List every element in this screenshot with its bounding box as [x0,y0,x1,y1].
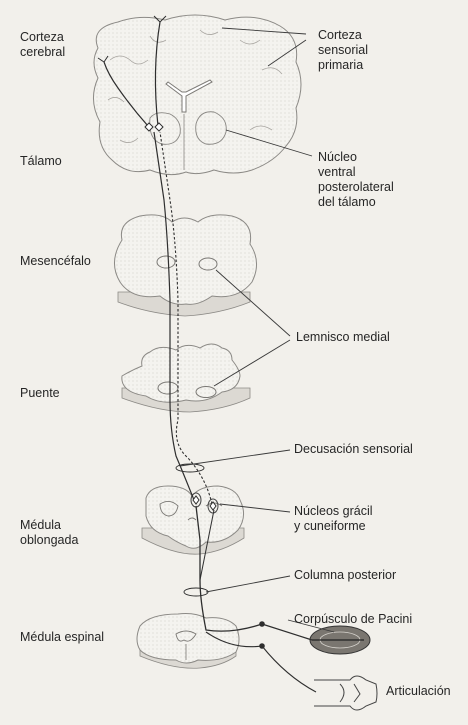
pons-section [121,343,251,413]
label-nucleos-gracil-cuneiforme: Núcleos grácil y cuneiforme [294,504,373,533]
label-lemnisco-medial: Lemnisco medial [296,330,390,344]
pacinian-corpuscle [261,623,371,655]
label-columna-posterior: Columna posterior [294,568,397,582]
leader-lines [179,27,335,633]
label-nucleo-ventral-posterolateral: Núcleo ventral posterolateral del tálamo [318,150,394,209]
medulla-oblongata-section [141,485,245,555]
label-medula-espinal: Médula espinal [20,630,105,644]
label-puente: Puente [20,386,60,400]
label-corteza-sensorial-primaria: Corteza sensorial primaria [318,28,369,72]
label-corpusculo-pacini: Corpúsculo de Pacini [294,612,413,626]
midbrain-section [114,214,257,317]
label-corteza-cerebral: Corteza cerebral [20,30,66,59]
spinal-cord-section [136,613,240,669]
label-mesencefalo: Mesencéfalo [20,254,91,268]
joint-articulation [314,675,378,711]
brain-coronal-section [93,14,302,176]
label-articulacion: Articulación [386,684,451,698]
label-decusacion-sensorial: Decusación sensorial [294,442,413,456]
neural-pathways [97,15,317,693]
label-medula-oblongada: Médula oblongada [20,518,79,547]
label-talamo: Tálamo [20,154,62,168]
